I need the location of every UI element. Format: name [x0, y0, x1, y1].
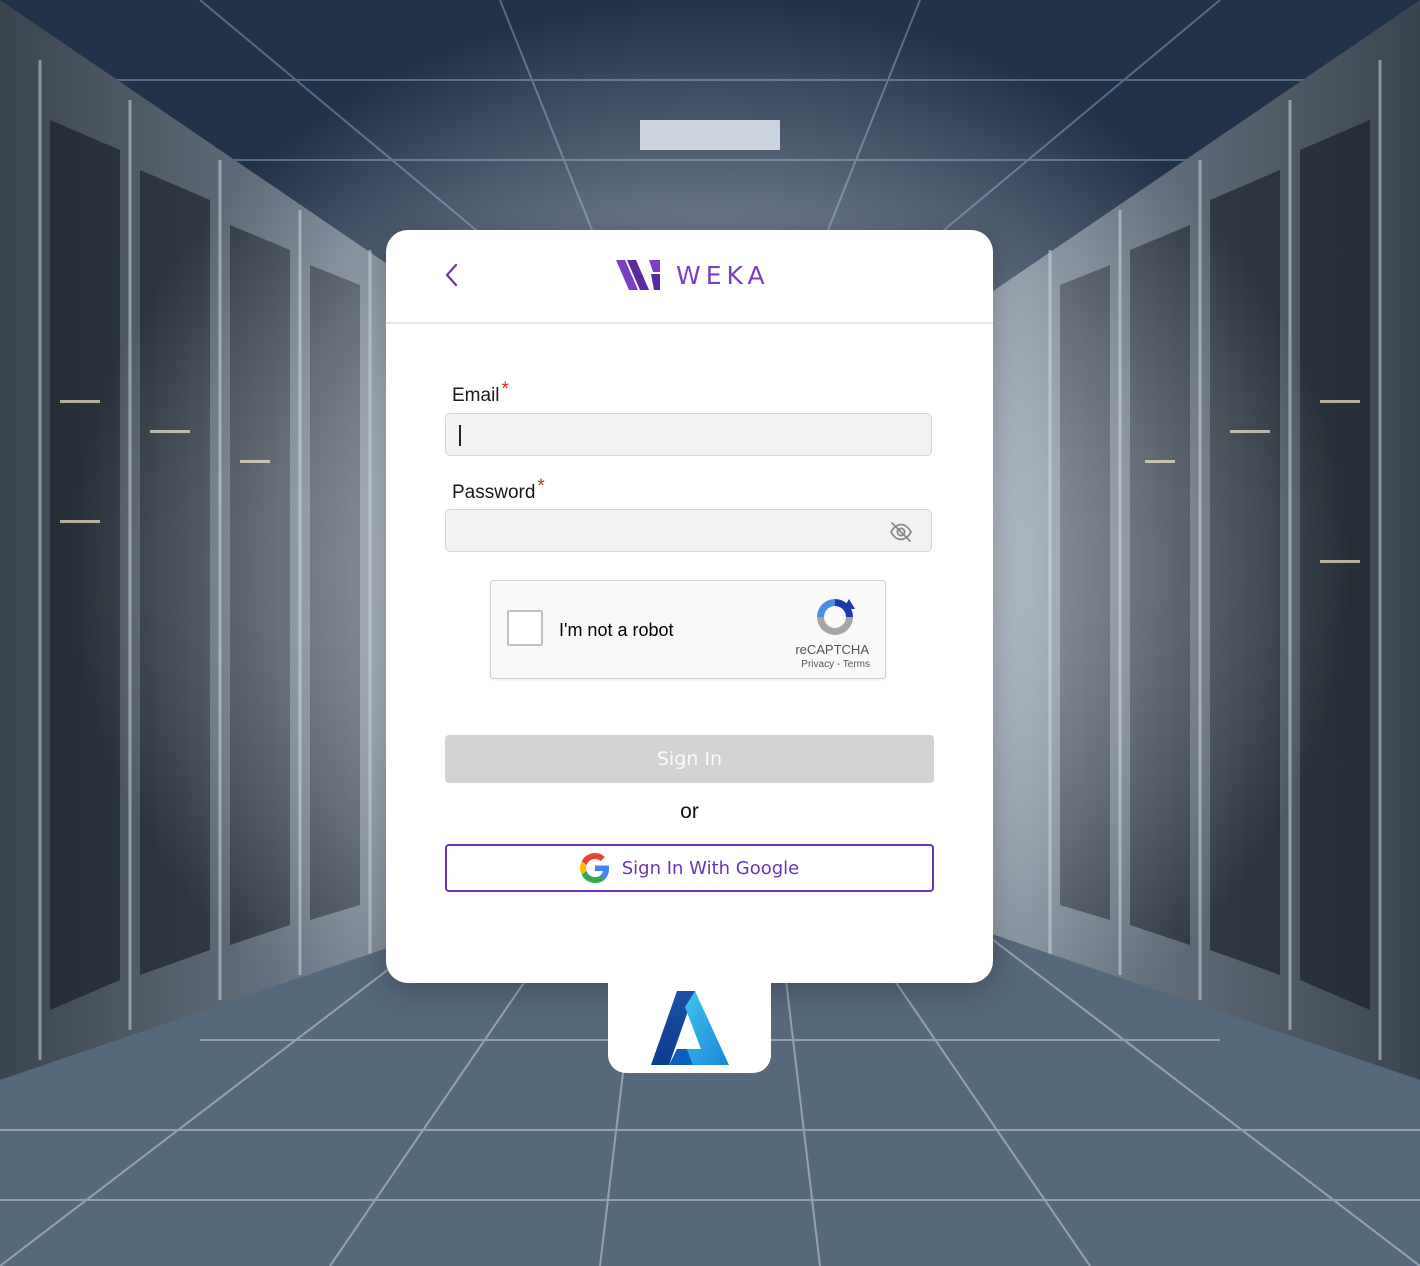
recaptcha-brand: reCAPTCHA: [795, 642, 869, 657]
email-label-text: Email: [452, 385, 500, 406]
google-sign-in-label: Sign In With Google: [621, 857, 800, 879]
password-field[interactable]: [445, 509, 932, 552]
password-label-text: Password: [452, 482, 536, 503]
azure-logo-icon: [650, 991, 729, 1065]
recaptcha-label: I'm not a robot: [559, 620, 674, 640]
recaptcha-checkbox[interactable]: [507, 610, 543, 646]
chevron-left-icon: [445, 263, 458, 287]
google-sign-in-button[interactable]: Sign In With Google: [445, 844, 934, 892]
card-header: WEKA: [386, 230, 993, 324]
email-label: Email*: [452, 379, 509, 407]
back-button[interactable]: [438, 260, 464, 290]
email-required-mark: *: [501, 379, 509, 400]
azure-sign-in-tab[interactable]: [608, 983, 771, 1073]
recaptcha-widget: I'm not a robot reCAPTCHA Privacy - Term…: [490, 580, 886, 679]
weka-logo: WEKA: [616, 258, 770, 292]
email-field[interactable]: [445, 413, 932, 456]
text-caret: [459, 425, 461, 446]
password-required-mark: *: [537, 476, 545, 497]
sign-in-button[interactable]: Sign In: [445, 735, 934, 783]
password-label: Password*: [452, 476, 545, 504]
eye-off-icon[interactable]: [889, 520, 913, 544]
or-divider-text: or: [680, 800, 699, 823]
recaptcha-logo-icon: [817, 599, 855, 635]
recaptcha-privacy-terms-link[interactable]: Privacy - Terms: [801, 659, 870, 670]
google-logo-icon: [579, 853, 609, 883]
login-card: WEKA Email* Password* I'm not a robot re…: [386, 230, 993, 983]
weka-mark-icon: [616, 260, 660, 290]
brand-name: WEKA: [676, 260, 770, 290]
